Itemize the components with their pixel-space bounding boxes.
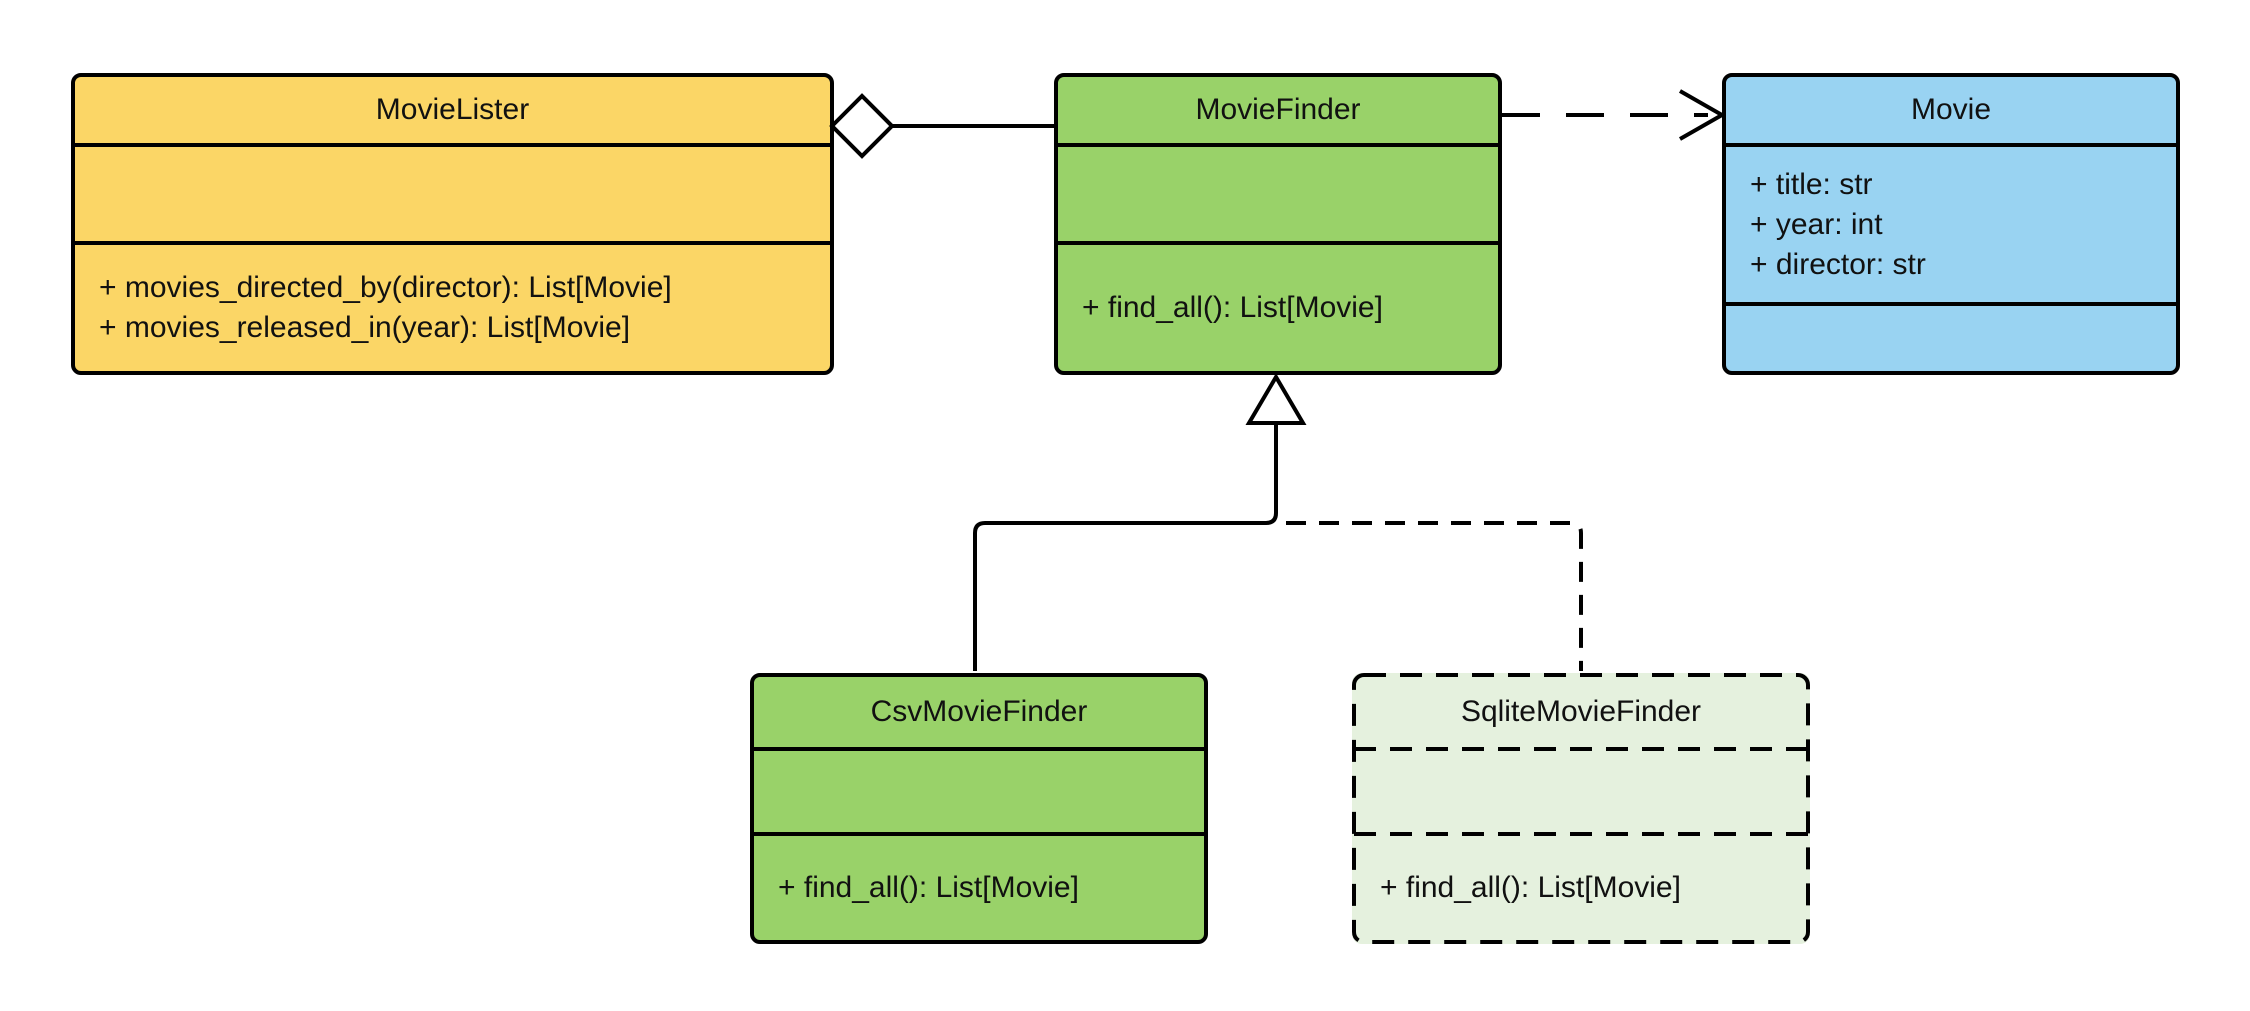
class-title: SqliteMovieFinder	[1460, 695, 1702, 728]
method-item: + find_all(): List[Movie]	[1082, 291, 1383, 324]
class-moviefinder: MovieFinder + find_all(): List[Movie]	[1054, 73, 1502, 375]
attributes-section	[1058, 143, 1498, 241]
methods-section: + find_all(): List[Movie]	[754, 832, 1204, 940]
class-sqlitemoviefinder: SqliteMovieFinder + find_all(): List[Mov…	[1352, 673, 1810, 944]
class-title: MovieFinder	[1195, 93, 1361, 126]
method-item: + movies_released_in(year): List[Movie]	[99, 311, 631, 344]
class-movielister: MovieLister + movies_directed_by(directo…	[71, 73, 834, 375]
open-arrowhead-icon	[1679, 89, 1727, 141]
class-movie: Movie + title: str + year: int + directo…	[1722, 73, 2180, 375]
attributes-section	[75, 143, 830, 241]
method-item: + find_all(): List[Movie]	[1380, 871, 1681, 904]
attributes-section	[754, 747, 1204, 832]
class-title: Movie	[1910, 93, 1992, 126]
class-title: MovieLister	[375, 93, 530, 126]
methods-section	[1726, 302, 2176, 371]
aggregation-movielister-moviefinder	[829, 93, 1054, 159]
methods-section: + find_all(): List[Movie]	[1058, 241, 1498, 371]
method-item: + find_all(): List[Movie]	[778, 871, 1079, 904]
class-csvmoviefinder: CsvMovieFinder + find_all(): List[Movie]	[750, 673, 1208, 944]
methods-section: + find_all(): List[Movie]	[1356, 832, 1806, 940]
generalization-csvmoviefinder-moviefinder	[973, 373, 1307, 671]
attribute-item: + director: str	[1750, 247, 1926, 281]
dependency-moviefinder-movie	[1502, 89, 1727, 141]
attribute-item: + title: str	[1750, 167, 1873, 201]
attributes-section: + title: str + year: int + director: str	[1726, 143, 2176, 302]
attribute-item: + year: int	[1750, 207, 1883, 241]
class-title: CsvMovieFinder	[870, 695, 1088, 728]
attributes-section	[1356, 747, 1806, 832]
method-item: + movies_directed_by(director): List[Mov…	[99, 271, 672, 304]
hollow-triangle-icon	[1245, 373, 1307, 425]
hollow-diamond-icon	[829, 93, 895, 159]
generalization-sqlitemoviefinder-moviefinder	[1286, 521, 1583, 671]
methods-section: + movies_directed_by(director): List[Mov…	[75, 241, 830, 371]
